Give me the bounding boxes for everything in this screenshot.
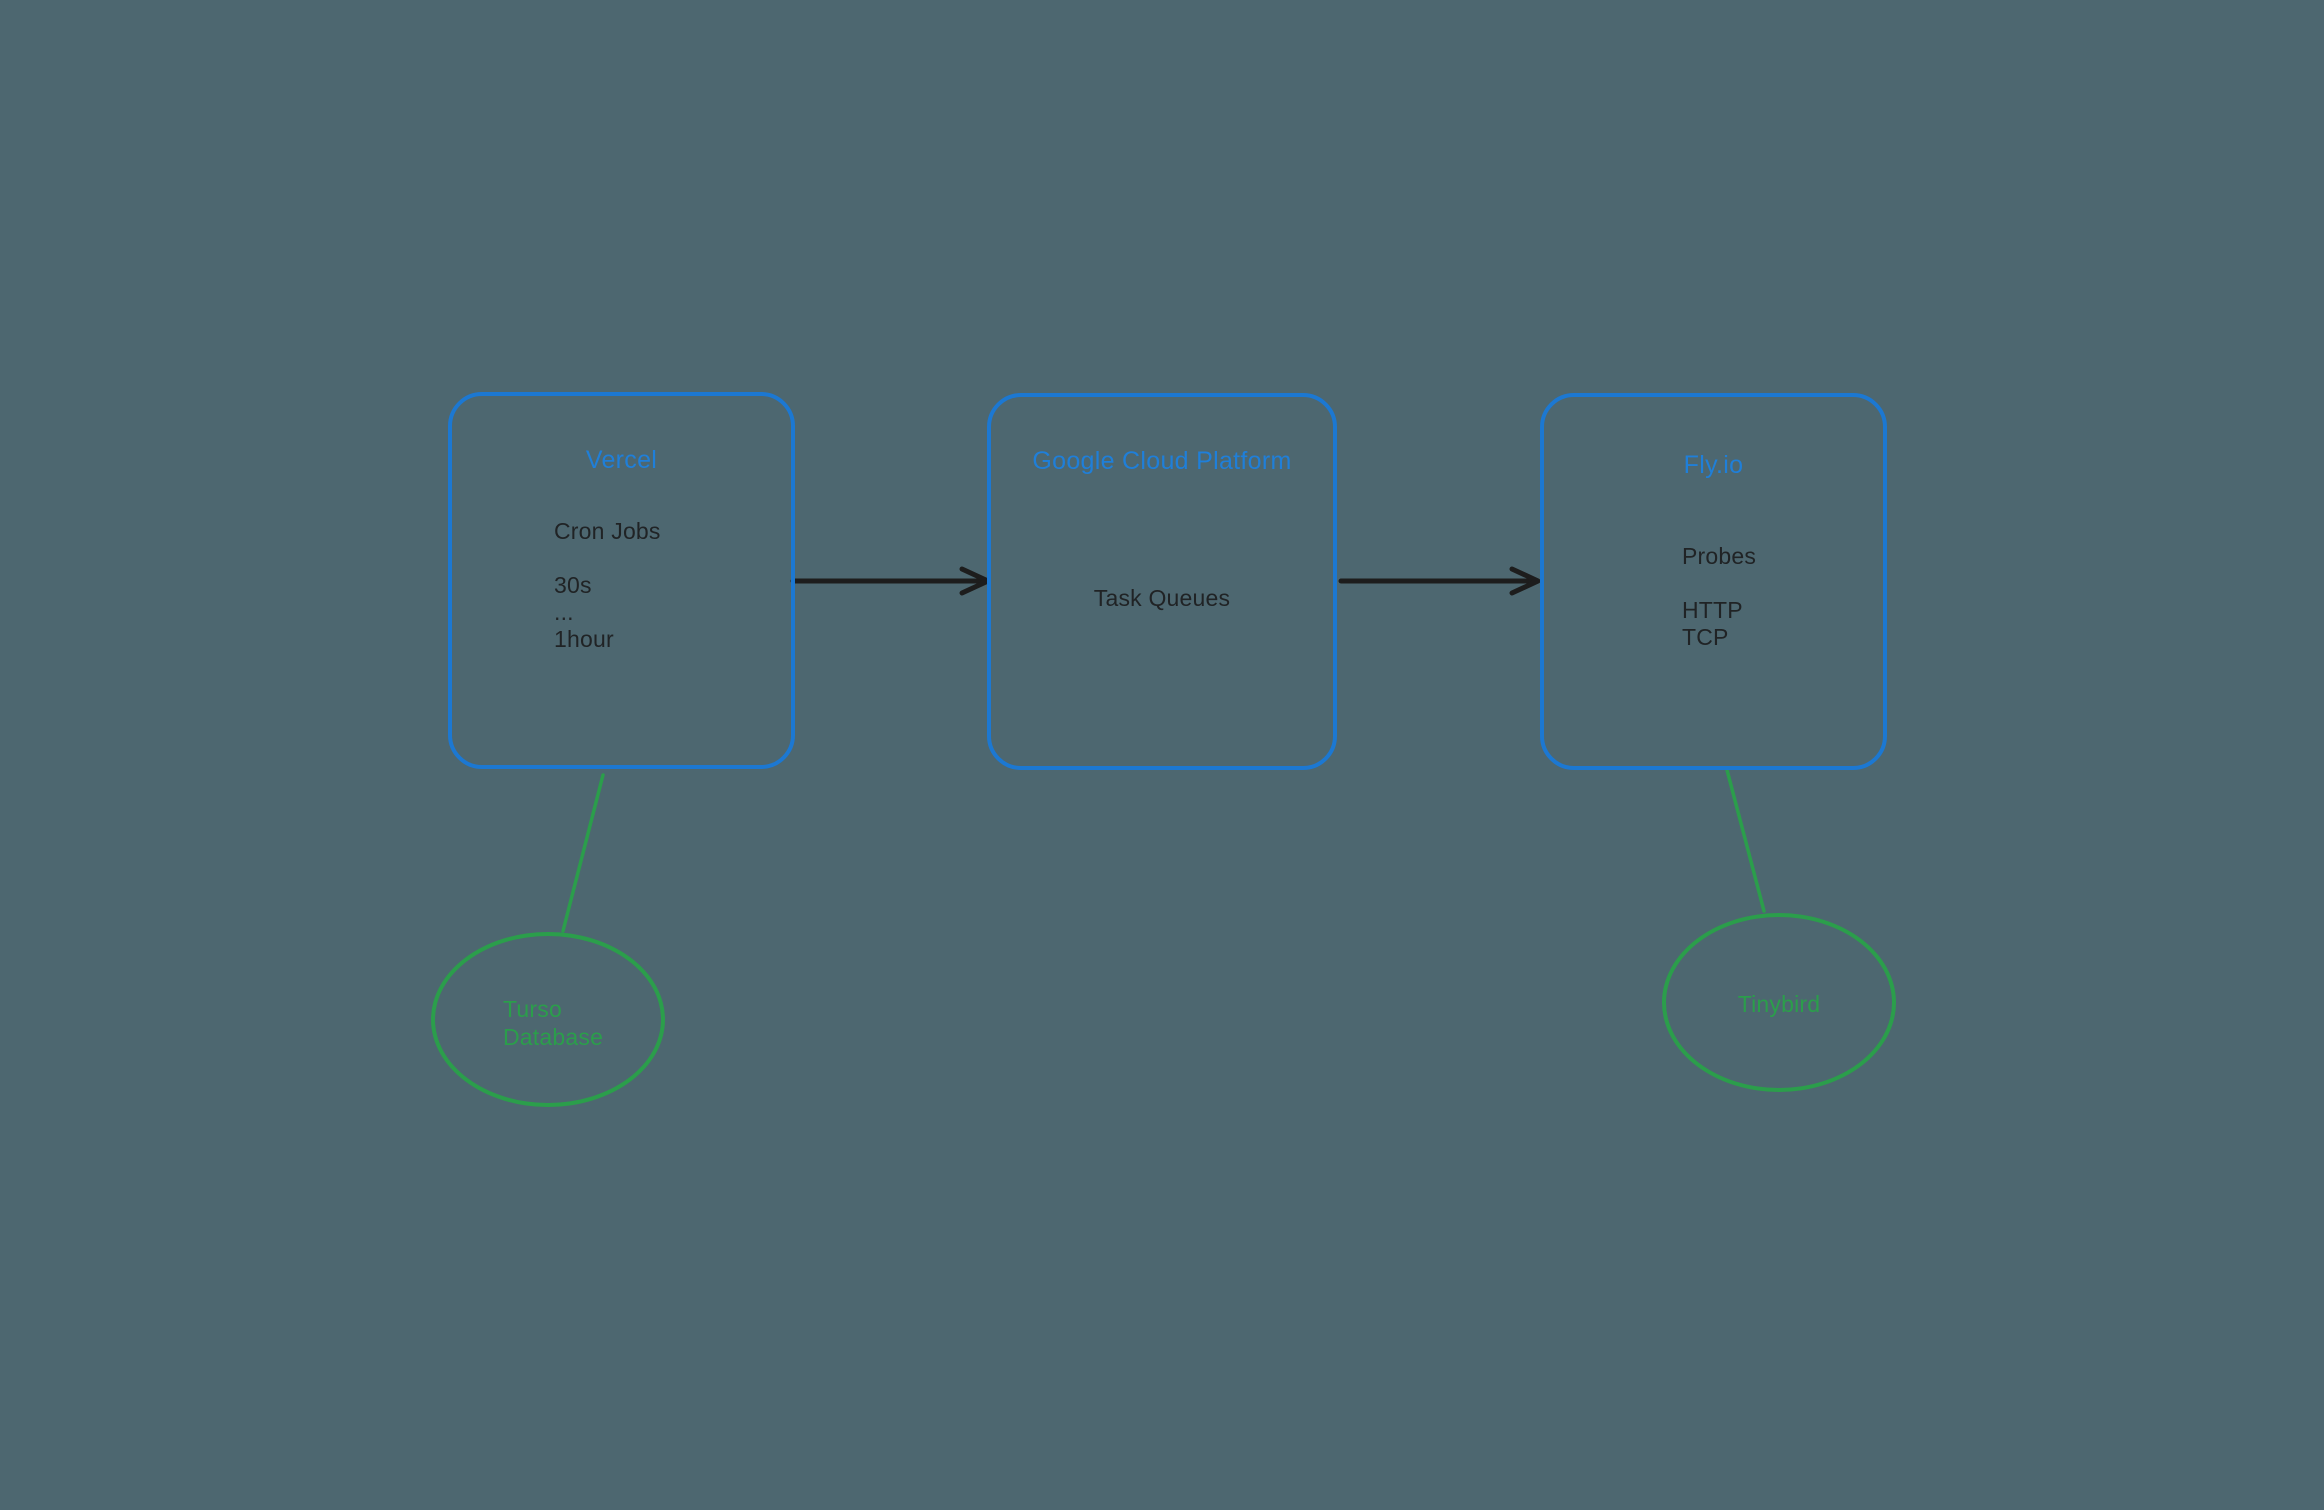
node-vercel-title: Vercel	[585, 446, 658, 474]
ellipse-tinybird[interactable]: Tinybird	[1662, 913, 1896, 1092]
node-flyio[interactable]: Fly.io Probes HTTP TCP	[1540, 393, 1887, 770]
node-gcp-body: Task Queues	[1093, 585, 1231, 611]
node-vercel[interactable]: Vercel Cron Jobs 30s ... 1hour	[448, 392, 795, 769]
ellipse-turso-database[interactable]: Turso Database	[431, 932, 665, 1107]
arrow-gcp-flyio[interactable]	[1338, 566, 1541, 596]
tinybird-label: Tinybird	[1737, 991, 1821, 1017]
node-flyio-body: Probes HTTP TCP	[1682, 543, 1757, 650]
node-vercel-body: Cron Jobs 30s ... 1hour	[554, 518, 661, 652]
arrow-gcp-flyio-head	[1509, 566, 1541, 596]
connector-vercel-turso[interactable]	[561, 773, 605, 933]
connector-flyio-tinybird[interactable]	[1725, 768, 1766, 913]
turso-database-label: Turso Database	[503, 996, 604, 1050]
node-gcp-title: Google Cloud Platform	[1032, 447, 1292, 475]
arrow-vercel-gcp[interactable]	[790, 566, 991, 596]
node-flyio-title: Fly.io	[1683, 451, 1744, 479]
node-google-cloud-platform[interactable]: Google Cloud Platform Task Queues	[987, 393, 1337, 770]
